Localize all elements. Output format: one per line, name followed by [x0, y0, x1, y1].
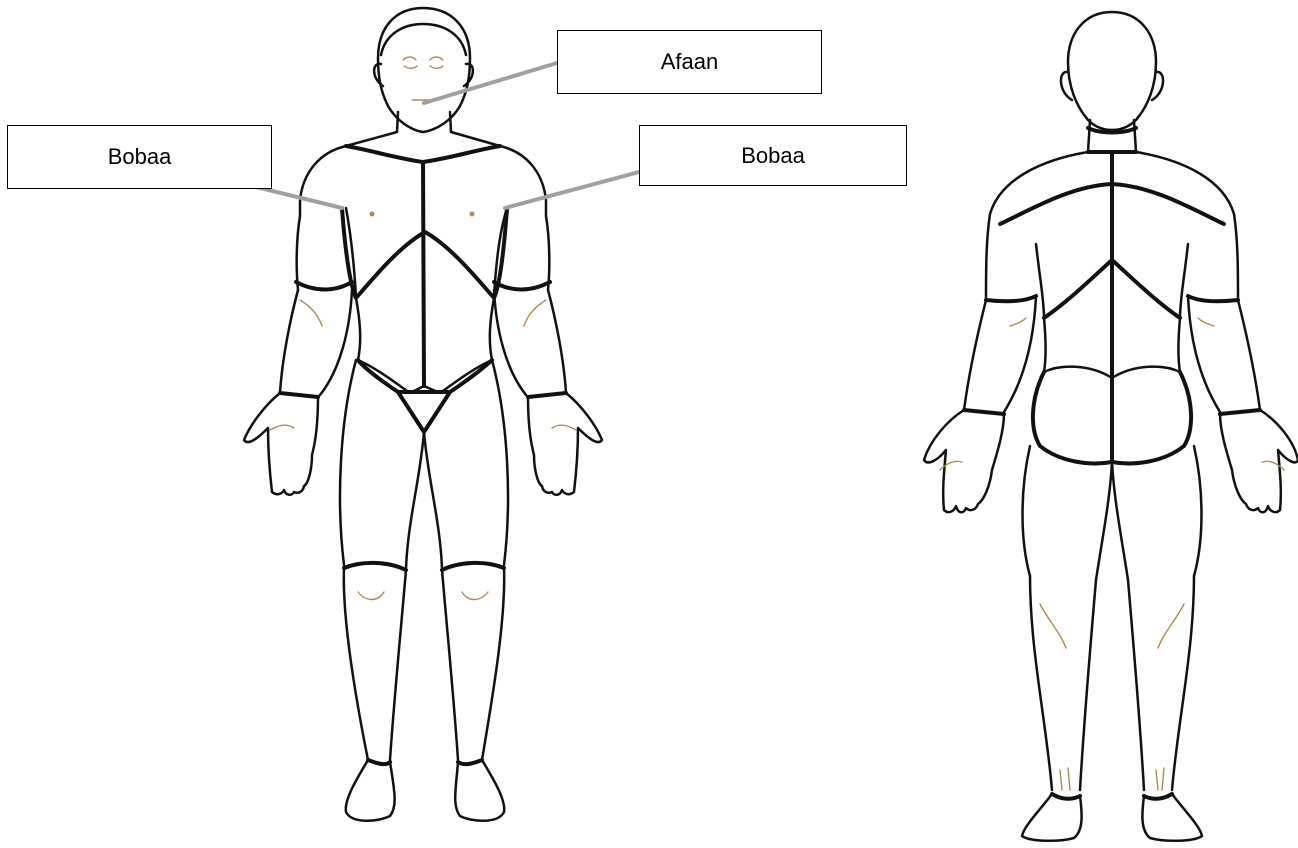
front-hair-line — [381, 24, 466, 55]
front-neck — [346, 112, 398, 146]
label-left-arm-text: Bobaa — [741, 143, 805, 169]
back-right-glute — [1033, 372, 1112, 463]
back-left-hand — [1220, 410, 1298, 512]
front-left-hand — [528, 393, 602, 495]
front-right-foot — [346, 760, 395, 821]
label-right-arm: Bobaa — [7, 125, 272, 189]
back-head — [1068, 12, 1156, 130]
front-left-foot — [455, 760, 504, 821]
front-right-hand — [244, 393, 318, 495]
back-body-figure — [924, 12, 1298, 841]
back-right-hand — [924, 410, 1004, 512]
label-mouth-text: Afaan — [661, 49, 719, 75]
back-right-foot — [1022, 794, 1082, 841]
label-left-arm: Bobaa — [639, 125, 907, 186]
back-left-glute — [1112, 372, 1191, 463]
label-right-arm-text: Bobaa — [108, 144, 172, 170]
front-head — [378, 8, 470, 132]
leader-line-mouth — [424, 63, 557, 103]
label-mouth: Afaan — [557, 30, 822, 94]
leader-line-left-arm — [505, 172, 639, 208]
back-left-foot — [1142, 794, 1202, 841]
front-body-figure — [244, 8, 602, 821]
